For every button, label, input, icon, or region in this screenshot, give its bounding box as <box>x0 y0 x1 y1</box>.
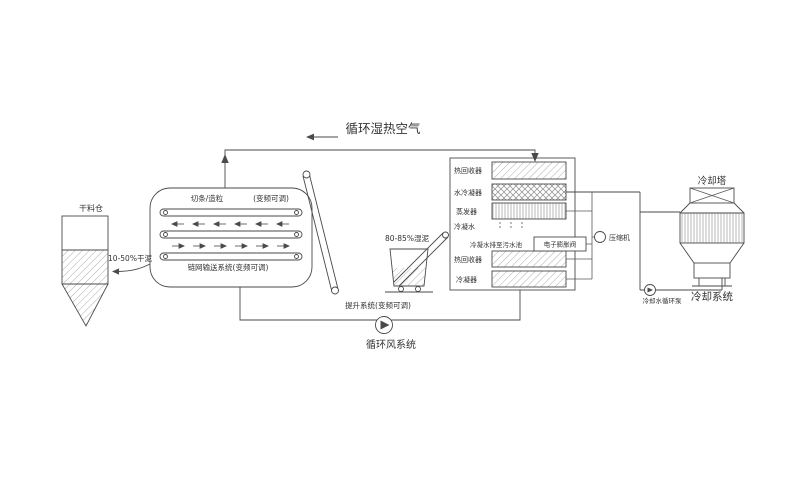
belt-bottom <box>159 252 303 261</box>
fan-system-label: 循环风系统 <box>366 338 416 351</box>
cooling-tower-label: 冷却塔 <box>698 175 727 187</box>
silo-hopper <box>61 283 109 327</box>
bottom-air-duct: 循环风系统 <box>239 287 521 351</box>
water-condenser-label: 水冷凝器 <box>454 188 482 197</box>
water-condenser-coil <box>491 183 567 201</box>
compressor-label: 压缩机 <box>609 233 630 242</box>
lift-elevator: 提升系统(变频可调) <box>302 170 411 310</box>
heat-recovery-top-coil <box>491 161 567 180</box>
cooling-pump-label: 冷却水循环泵 <box>643 296 683 305</box>
condensate-drip-icon <box>499 222 523 229</box>
dry-silo: 干料仓 10-50%干泥 <box>61 203 152 327</box>
dry-output-arrow-icon <box>112 268 119 275</box>
condensate-drain-label: 冷凝水排至污水池 <box>470 240 523 249</box>
wet-sludge-cart: 80-85%湿泥 <box>385 231 449 293</box>
elevator-top-pulley-icon <box>302 170 311 179</box>
condensate-label: 冷凝水 <box>454 222 475 231</box>
compressor-icon <box>594 231 606 243</box>
cooling-system: 冷却水循环泵 冷却系统 <box>643 284 733 305</box>
heat-recovery-bottom-coil <box>491 250 567 268</box>
heat-pump-housing <box>449 157 576 291</box>
cooling-system-label: 冷却系统 <box>691 290 733 303</box>
heat-recovery-bottom-label: 热回收器 <box>454 255 482 264</box>
wet-mud-note: 80-85%湿泥 <box>385 234 429 243</box>
air-up-arrow-icon <box>221 154 229 163</box>
heat-recovery-top-label: 热回收器 <box>454 166 482 175</box>
evaporator-coil <box>491 202 567 220</box>
lift-system-label: 提升系统(变频可调) <box>345 300 411 310</box>
air-direction-arrow-icon <box>306 133 314 141</box>
tower-fan-deck <box>689 187 735 204</box>
belt-top <box>159 208 303 217</box>
cart-wheel-icon <box>398 286 404 292</box>
silo-material-fill <box>62 250 108 284</box>
cooling-water-pipes <box>566 191 723 291</box>
circulating-air-title: 循环湿热空气 <box>345 121 421 136</box>
cutting-label: 切条/造粒 <box>191 193 224 203</box>
top-air-duct: 循环湿热空气 <box>221 121 539 188</box>
air-down-arrow-icon <box>531 153 539 162</box>
conveyor-dryer: 切条/造粒 (变频可调) 链网输送系统(变频可调) <box>149 187 313 288</box>
condenser-label: 冷凝器 <box>456 275 477 284</box>
vfd-label: (变频可调) <box>253 193 289 203</box>
elevator-bottom-pulley-icon <box>331 286 339 295</box>
expansion-valve-label: 电子膨胀阀 <box>544 240 577 249</box>
dry-mud-note: 10-50%干泥 <box>108 254 152 263</box>
expansion-valve-box <box>533 236 587 252</box>
evaporator-label: 蒸发器 <box>456 207 477 216</box>
cart-material-fill <box>392 268 426 286</box>
chain-conveyor-label: 链网输送系统(变频可调) <box>188 262 269 272</box>
belt-middle <box>159 230 303 239</box>
tower-basin <box>693 262 731 279</box>
belt-flow-arrows <box>171 221 290 249</box>
silo-label: 干料仓 <box>79 203 103 213</box>
cooling-tower: 冷却塔 <box>679 175 745 287</box>
condenser-coil <box>491 270 567 288</box>
refrigerant-pipes <box>566 192 595 280</box>
tower-louver-band <box>679 212 745 244</box>
cart-wheel-icon <box>415 286 421 292</box>
screw-top-pulley-icon <box>442 231 449 239</box>
heat-pump-unit: 热回收器 水冷凝器 蒸发器 冷凝水 冷凝水排至污水池 电子膨胀阀 压缩机 热回收… <box>449 157 630 291</box>
